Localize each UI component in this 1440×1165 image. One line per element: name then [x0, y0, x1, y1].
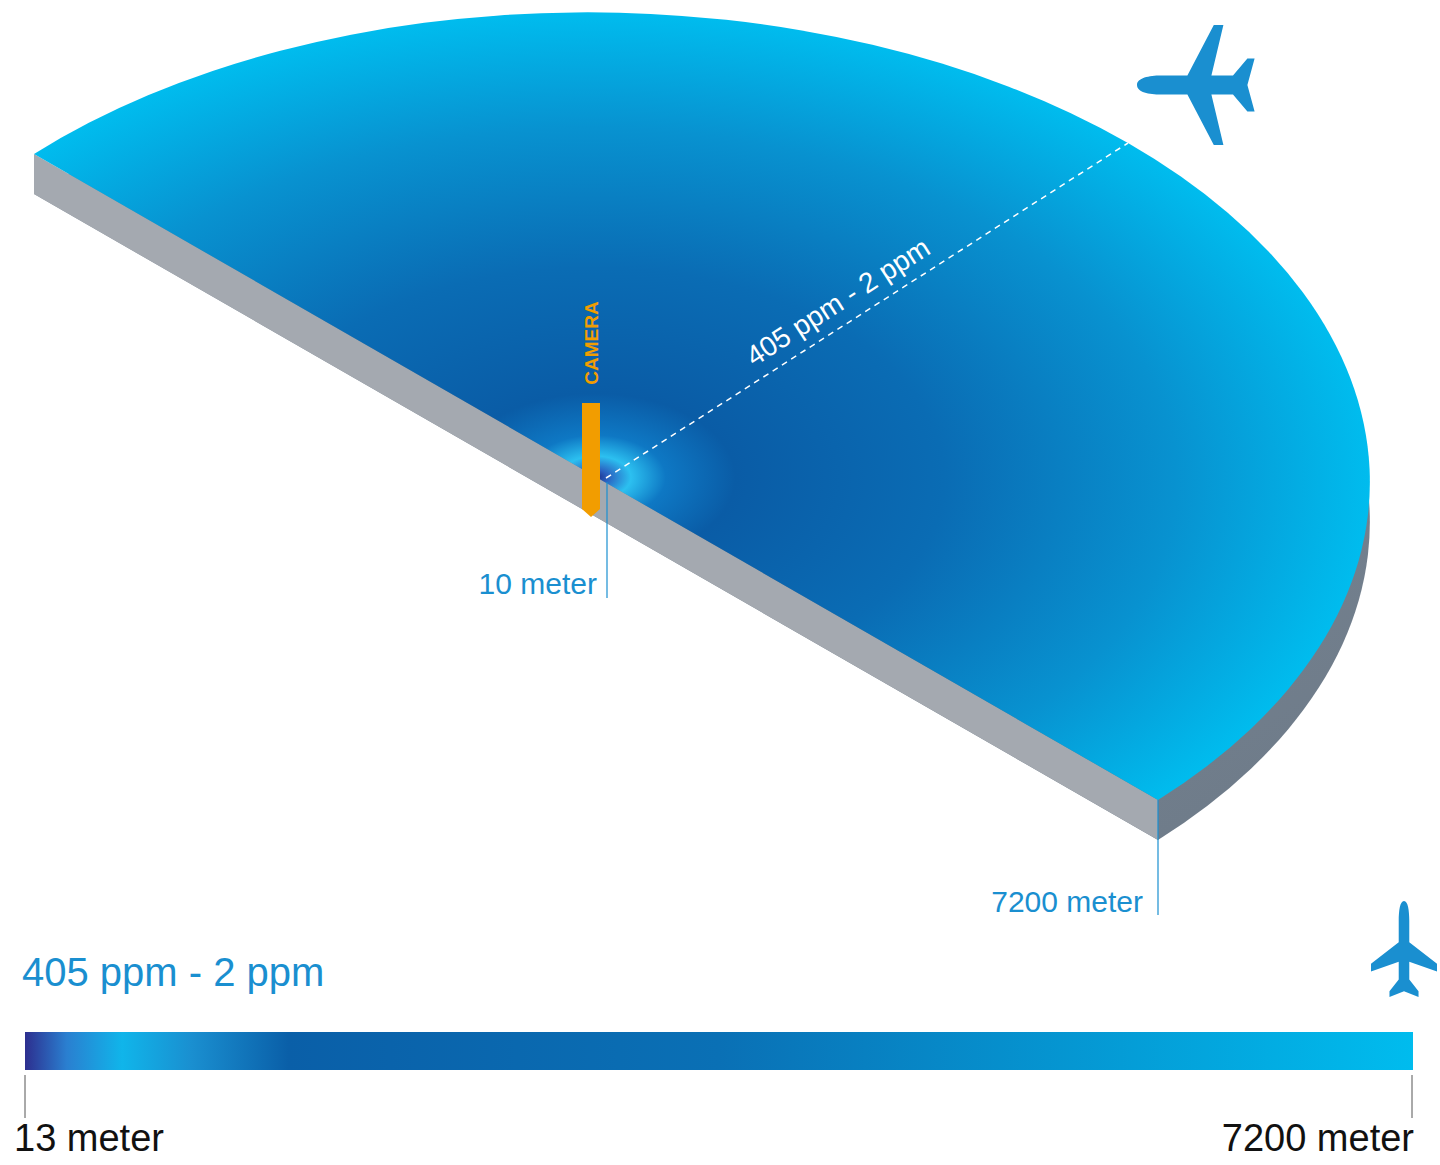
camera-label: CAMERA — [582, 301, 601, 384]
scale-tick — [1412, 1075, 1413, 1118]
leader-line — [606, 482, 607, 598]
airplane-icon — [1371, 901, 1437, 997]
leader-line — [1157, 800, 1158, 915]
scale-label: 7200 meter — [1222, 1116, 1414, 1162]
slab-top — [34, 0, 1440, 800]
scale-tick — [25, 1075, 26, 1118]
dimension-label: 10 meter — [479, 566, 597, 602]
scale-bar — [25, 1032, 1413, 1070]
dimension-label: 7200 meter — [991, 884, 1143, 920]
scale-label: 13 meter — [14, 1116, 164, 1162]
radius-line — [606, 143, 1128, 478]
camera-bar-fill — [582, 403, 600, 517]
airplane-icon — [1137, 25, 1255, 145]
camera-bar: CAMERA — [580, 285, 602, 517]
legend-title: 405 ppm - 2 ppm — [22, 948, 324, 996]
